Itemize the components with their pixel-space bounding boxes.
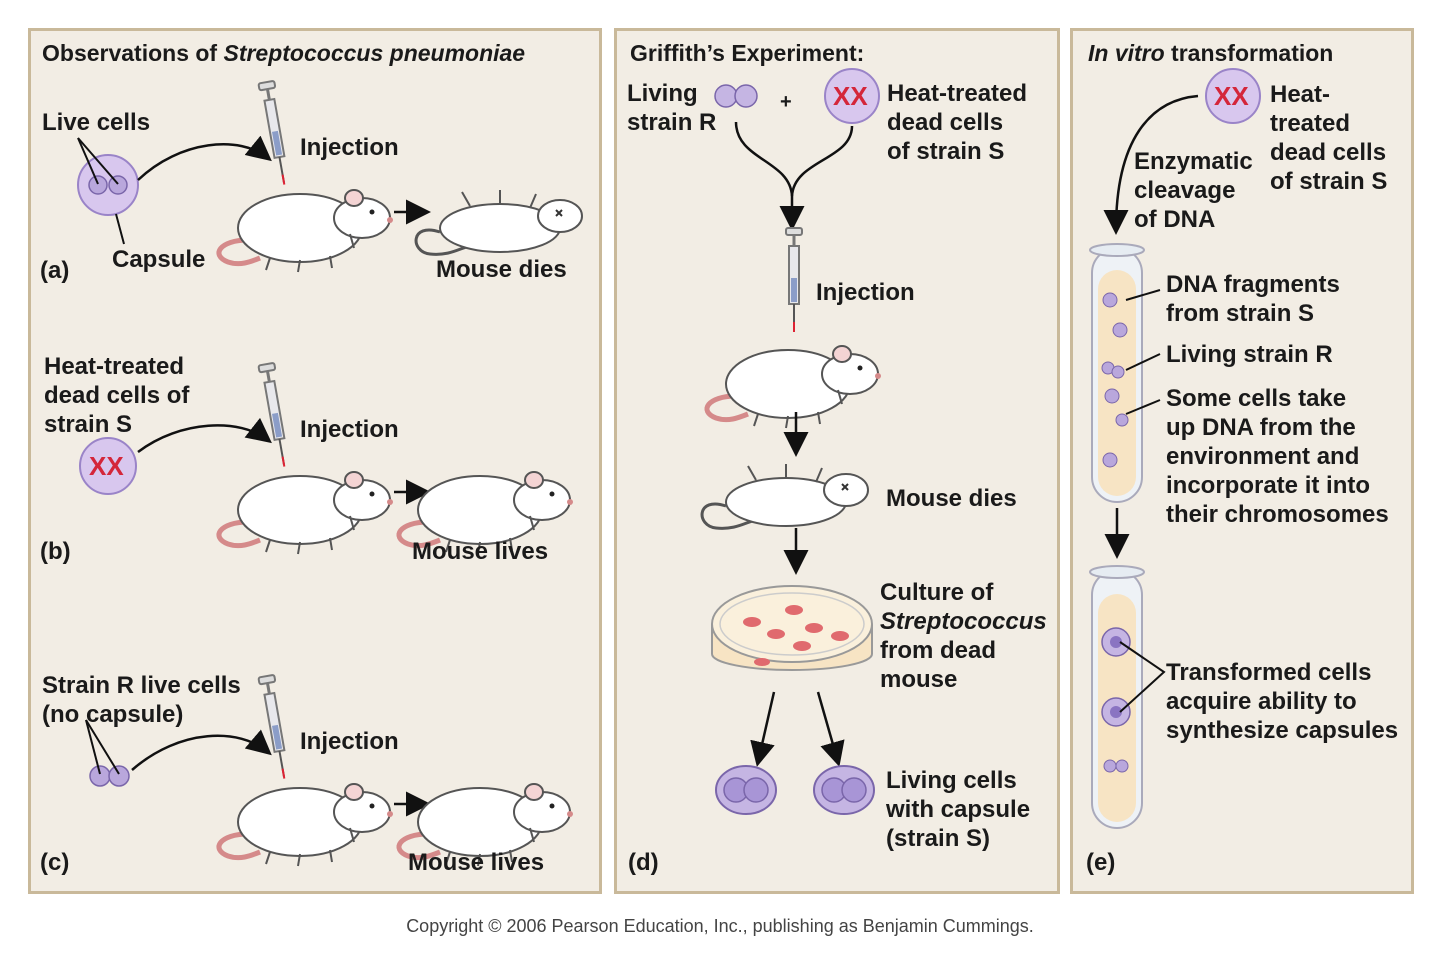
pointer-line	[85, 719, 120, 775]
outcome-label: Mouse lives	[412, 538, 549, 565]
enzymatic-cleavage-label: Enzymatic cleavage of DNA	[1134, 148, 1253, 233]
strain-r-label: Strain R live cells (no capsule)	[42, 672, 241, 728]
title-plain: Observations of	[42, 40, 224, 66]
outcome-label: Mouse dies	[436, 256, 567, 283]
arrow	[816, 691, 845, 767]
heat-treated-label: Heat-treated dead cells of strain S	[887, 80, 1028, 165]
mouse-icon	[219, 472, 393, 554]
mouse-icon	[219, 190, 393, 272]
heat-treated-label: Heat- treated dead cells of strain S	[1270, 81, 1388, 195]
some-cells-label: Some cells take up DNA from the environm…	[1166, 385, 1389, 528]
capsule-cells-label: Living cells with capsule (strain S)	[886, 767, 1031, 852]
outcome-label: Mouse lives	[408, 849, 545, 876]
dead-cell-e	[1205, 68, 1261, 124]
xx-mark: XX	[833, 81, 868, 111]
panel-tag-d: (d)	[628, 849, 659, 876]
arrow	[734, 121, 794, 197]
panel-title-griffith: Griffith’s Experiment:	[630, 40, 865, 66]
dead-mouse-icon	[700, 462, 870, 530]
arrow	[750, 691, 776, 767]
encapsulated-cell-icon	[813, 765, 875, 815]
capsule-cell-a	[77, 154, 139, 216]
pointer-line	[77, 137, 99, 185]
pointer-line	[1125, 353, 1161, 371]
panel-tag-e: (e)	[1086, 849, 1116, 876]
living-strain-r-label: Living strain R	[1166, 341, 1333, 368]
dead-cell-b	[79, 437, 137, 495]
panel-title-observations: Observations of Streptococcus pneumoniae	[42, 40, 525, 67]
plus-sign: +	[780, 91, 792, 113]
panel-title-in-vitro: In vitro transformation	[1088, 40, 1333, 67]
panel-tag-a: (a)	[40, 257, 70, 284]
arrow	[137, 135, 272, 181]
syringe-icon	[784, 226, 804, 334]
arrow	[137, 417, 272, 453]
pointer-line	[1125, 289, 1161, 301]
pointer-line	[1125, 399, 1161, 415]
xx-mark: XX	[1214, 81, 1249, 111]
injection-label: Injection	[300, 134, 399, 161]
arrow	[131, 729, 272, 771]
injection-label: Injection	[816, 279, 915, 306]
strain-r-cells-c	[89, 765, 130, 787]
culture-label: Culture of Streptococcus from dead mouse	[880, 579, 1047, 693]
pointer-line	[77, 137, 119, 185]
petri-dish-icon	[711, 585, 873, 671]
live-cells-label: Live cells	[42, 109, 151, 136]
arrow	[1103, 94, 1199, 235]
arrow	[790, 125, 854, 197]
panel-tag-b: (b)	[40, 538, 71, 565]
injection-label: Injection	[300, 416, 399, 443]
syringe-icon	[256, 673, 294, 782]
living-strain-r-label: Living strain R	[627, 80, 717, 136]
encapsulated-cell-icon	[715, 765, 777, 815]
title-italic: Streptococcus pneumoniae	[223, 40, 526, 66]
test-tube-icon	[1089, 565, 1145, 829]
test-tube-icon	[1089, 243, 1145, 503]
dead-cell-d	[824, 68, 880, 124]
mouse-icon	[219, 784, 393, 866]
pointer-line	[85, 719, 101, 775]
strain-r-cells-d	[714, 84, 758, 108]
panel-tag-c: (c)	[40, 849, 70, 876]
title-italic: In vitro	[1088, 40, 1165, 66]
dna-fragments-label: DNA fragments from strain S	[1166, 271, 1340, 327]
injection-label: Injection	[300, 728, 399, 755]
transformed-cells-label: Transformed cells acquire ability to syn…	[1166, 659, 1399, 744]
syringe-icon	[256, 79, 294, 188]
pointer-line	[115, 213, 125, 245]
xx-mark: XX	[89, 451, 124, 481]
title-plain: transformation	[1164, 40, 1334, 66]
pointer-line	[1119, 641, 1166, 713]
mouse-dies-label: Mouse dies	[886, 485, 1017, 512]
mouse-icon	[707, 346, 881, 428]
syringe-icon	[256, 361, 294, 470]
copyright-notice: Copyright © 2006 Pearson Education, Inc.…	[406, 916, 1034, 936]
capsule-label: Capsule	[112, 246, 206, 273]
heat-treated-label: Heat-treated dead cells of strain S	[44, 353, 190, 438]
dead-mouse-icon	[414, 188, 584, 256]
